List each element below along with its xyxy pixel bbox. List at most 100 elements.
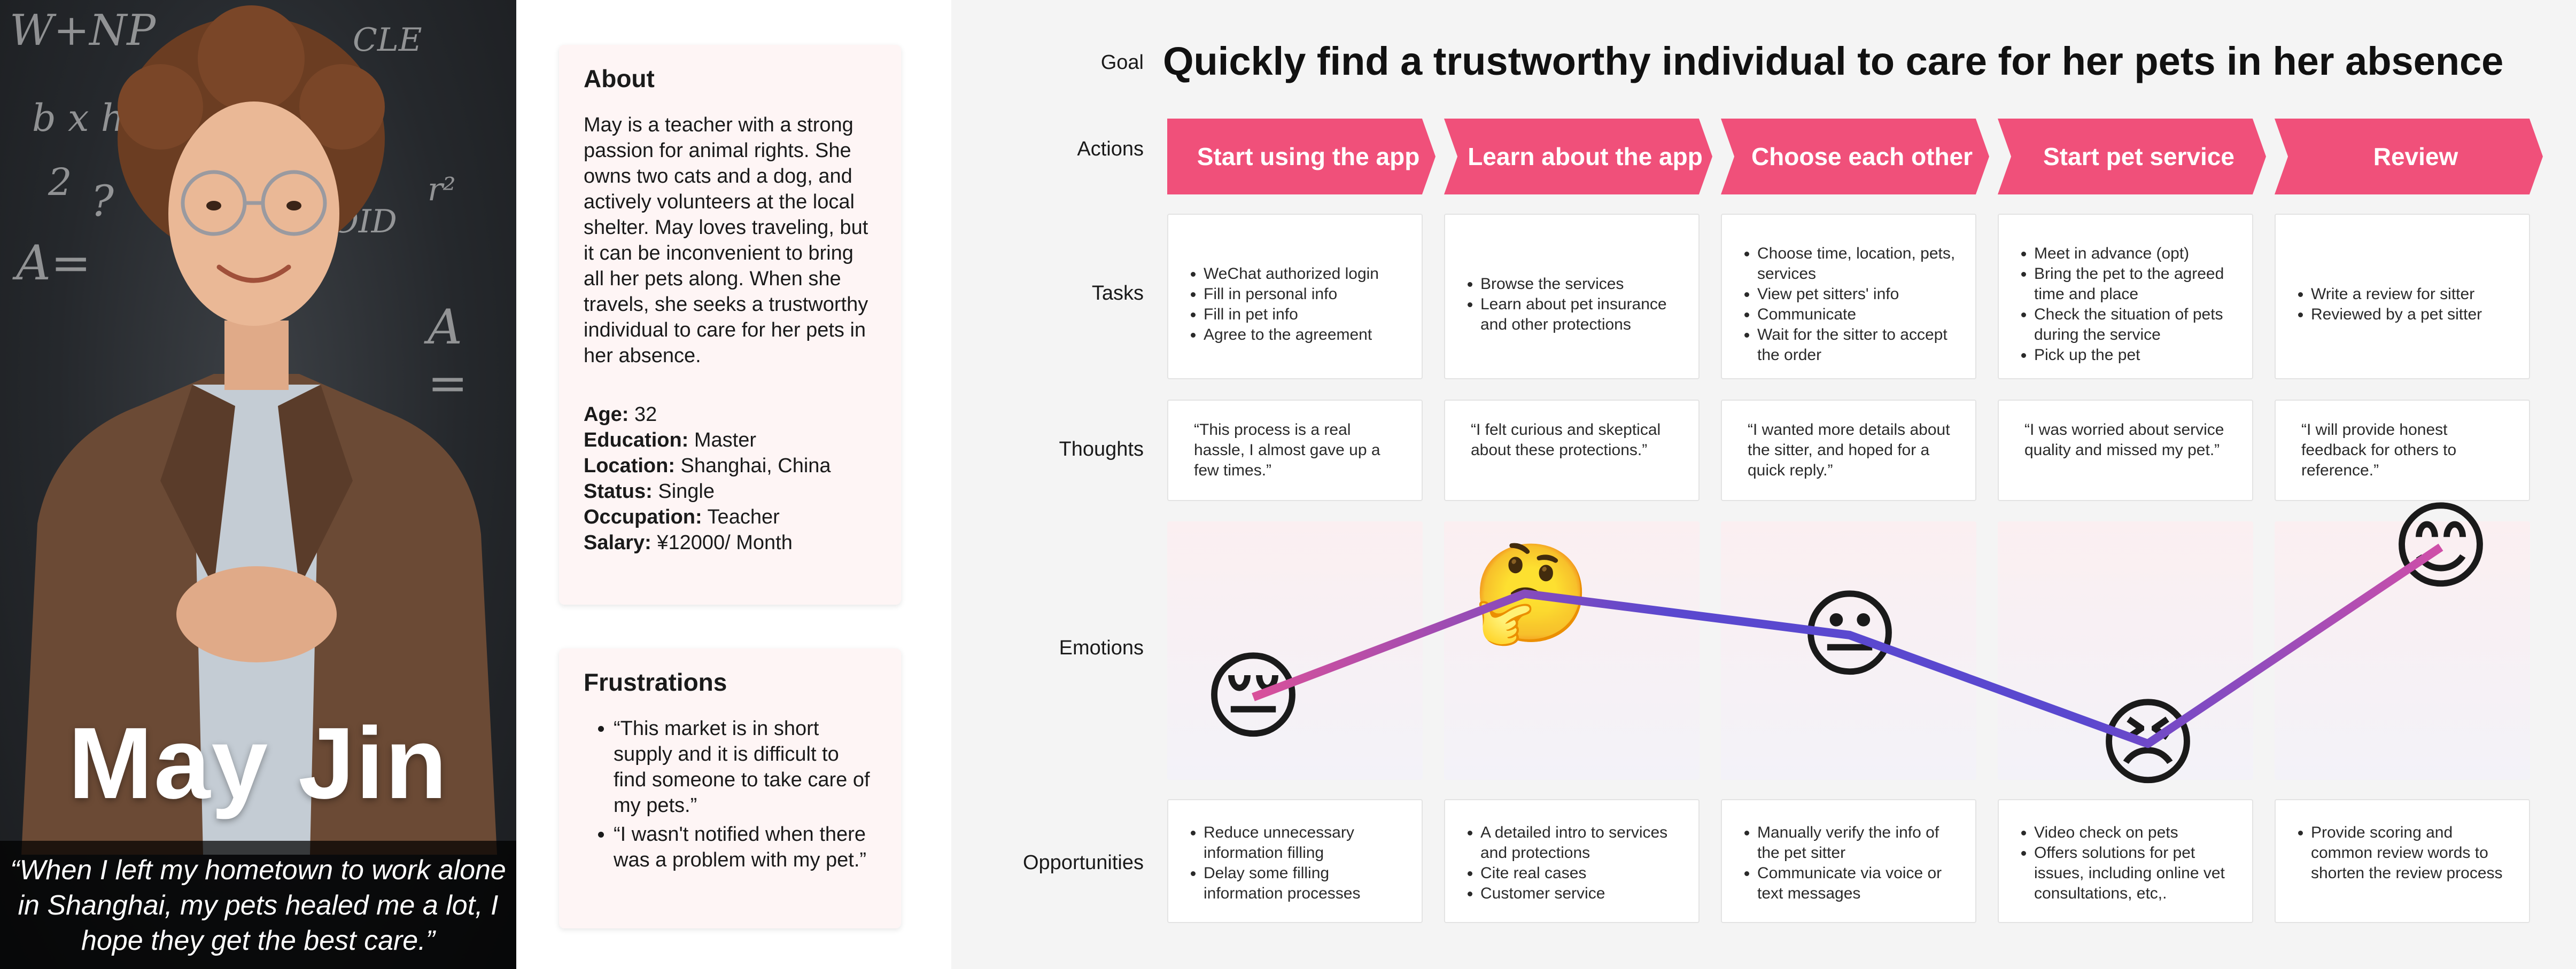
about-title: About	[584, 65, 655, 92]
teacher-illustration	[21, 5, 497, 855]
row-label-emotions: Emotions	[1059, 637, 1144, 659]
tasks-box: Choose time, location, pets, servicesVie…	[1721, 214, 1976, 379]
fact-value: Master	[688, 429, 757, 451]
opportunity-item: Offers solutions for pet issues, includi…	[2034, 843, 2239, 904]
frustration-item: “This market is in short supply and it i…	[614, 716, 876, 818]
chalk-mark: A =	[428, 299, 468, 411]
persona-facts: Age: 32 Education: Master Location: Shan…	[584, 402, 876, 556]
frustrations-title: Frustrations	[584, 668, 727, 696]
action-stage-3: Choose each other	[1721, 119, 1989, 194]
tasks-list: Choose time, location, pets, servicesVie…	[1738, 244, 1962, 365]
opportunity-item: Video check on pets	[2034, 823, 2239, 843]
opportunities-box: Video check on petsOffers solutions for …	[1998, 799, 2253, 923]
task-item: WeChat authorized login	[1204, 264, 1379, 284]
task-item: Check the situation of pets during the s…	[2034, 304, 2239, 345]
opportunities-list: Reduce unnecessary information fillingDe…	[1184, 823, 1409, 904]
persona-quote: “When I left my hometown to work alone i…	[10, 855, 506, 956]
action-stage-2: Learn about the app	[1444, 119, 1712, 194]
about-text: May is a teacher with a strong passion f…	[584, 114, 868, 367]
persona-name: May Jin	[68, 707, 448, 820]
fact-value: Teacher	[702, 506, 780, 528]
fact-value: Shanghai, China	[674, 455, 831, 477]
tasks-box: WeChat authorized loginFill in personal …	[1167, 214, 1423, 379]
chalk-mark: W+NP	[10, 5, 156, 55]
task-item: Wait for the sitter to accept the order	[1757, 325, 1962, 365]
opportunity-item: Manually verify the info of the pet sitt…	[1757, 823, 1962, 863]
opportunity-item: Reduce unnecessary information filling	[1204, 823, 1409, 863]
thought-box: “I was worried about service quality and…	[1998, 400, 2253, 501]
pensive-face-icon: 😔	[1203, 641, 1303, 753]
happy-face-icon: 😊	[2391, 491, 2491, 603]
neutral-face-icon: 😐	[1799, 579, 1900, 691]
goal-title: Quickly find a trustworthy individual to…	[1163, 39, 2504, 83]
opportunities-list: Provide scoring and common review words …	[2292, 823, 2516, 884]
action-stage-1: Start using the app	[1167, 119, 1436, 194]
chalk-mark: A=	[16, 235, 91, 291]
task-item: Meet in advance (opt)	[2034, 244, 2239, 264]
tasks-box: Meet in advance (opt)Bring the pet to th…	[1998, 214, 2253, 379]
fact-key: Education:	[584, 429, 689, 451]
task-item: Bring the pet to the agreed time and pla…	[2034, 264, 2239, 304]
opportunity-item: A detailed intro to services and protect…	[1480, 823, 1686, 863]
row-label-actions: Actions	[1077, 138, 1144, 160]
tasks-box: Write a review for sitterReviewed by a p…	[2275, 214, 2530, 379]
action-stage-4: Start pet service	[1998, 119, 2266, 194]
opportunity-item: Communicate via voice or text messages	[1757, 863, 1962, 904]
quote-backdrop	[0, 841, 516, 969]
thought-box: “I wanted more details about the sitter,…	[1721, 400, 1976, 501]
fact-key: Salary:	[584, 532, 651, 554]
fact-education: Education: Master	[584, 427, 876, 453]
worried-face-icon: 😣	[2098, 687, 2198, 800]
opportunities-box: Reduce unnecessary information fillingDe…	[1167, 799, 1423, 923]
task-item: Browse the services	[1480, 274, 1686, 294]
row-label-thoughts: Thoughts	[1059, 438, 1144, 460]
action-stage-5: Review	[2275, 119, 2543, 194]
persona-photo: W+NP b x h 2 ? A= r² A = ZOID CLE May J	[0, 0, 516, 969]
fact-status: Status: Single	[584, 479, 876, 504]
task-item: Write a review for sitter	[2311, 284, 2482, 304]
opportunities-box: A detailed intro to services and protect…	[1444, 799, 1700, 923]
opportunity-item: Provide scoring and common review words …	[2311, 823, 2516, 884]
fact-value: Single	[652, 480, 715, 503]
thought-box: “I will provide honest feedback for othe…	[2275, 400, 2530, 501]
fact-key: Age:	[584, 403, 629, 426]
task-item: Reviewed by a pet sitter	[2311, 304, 2482, 325]
task-item: Agree to the agreement	[1204, 325, 1379, 345]
row-label-opportunities: Opportunities	[1022, 851, 1144, 874]
thought-box: “This process is a real hassle, I almost…	[1167, 400, 1423, 501]
task-item: Choose time, location, pets, services	[1757, 244, 1962, 284]
row-label-tasks: Tasks	[1091, 282, 1144, 304]
fact-key: Status:	[584, 480, 653, 503]
fact-location: Location: Shanghai, China	[584, 453, 876, 479]
chalk-mark: b x h	[32, 96, 125, 140]
fact-age: Age: 32	[584, 402, 876, 427]
chalk-mark: ?	[91, 176, 114, 226]
fact-key: Location:	[584, 455, 675, 477]
task-item: Learn about pet insurance and other prot…	[1480, 294, 1686, 335]
thought-box: “I felt curious and skeptical about thes…	[1444, 400, 1700, 501]
tasks-list: WeChat authorized loginFill in personal …	[1184, 264, 1379, 345]
fact-key: Occupation:	[584, 506, 702, 528]
fact-salary: Salary: ¥12000/ Month	[584, 530, 876, 556]
thinking-face-icon: 🤔	[1471, 537, 1592, 650]
frustrations-list: “This market is in short supply and it i…	[584, 716, 876, 873]
opportunity-item: Cite real cases	[1480, 863, 1686, 884]
chalk-mark: 2	[48, 160, 72, 204]
fact-occupation: Occupation: Teacher	[584, 504, 876, 530]
tasks-list: Meet in advance (opt)Bring the pet to th…	[2015, 244, 2239, 365]
opportunities-list: Manually verify the info of the pet sitt…	[1738, 823, 1962, 904]
opportunities-list: Video check on petsOffers solutions for …	[2015, 823, 2239, 904]
task-item: View pet sitters' info	[1757, 284, 1962, 304]
opportunities-box: Manually verify the info of the pet sitt…	[1721, 799, 1976, 923]
tasks-list: Write a review for sitterReviewed by a p…	[2292, 284, 2482, 325]
fact-value: 32	[629, 403, 657, 426]
opportunities-list: A detailed intro to services and protect…	[1461, 823, 1686, 904]
about-card: About May is a teacher with a strong pas…	[559, 45, 901, 605]
chalk-mark: r²	[428, 171, 456, 208]
task-item: Fill in personal info	[1204, 284, 1379, 304]
tasks-list: Browse the servicesLearn about pet insur…	[1461, 274, 1686, 335]
chalk-mark: CLE	[353, 21, 422, 59]
task-item: Pick up the pet	[2034, 345, 2239, 365]
task-item: Communicate	[1757, 304, 1962, 325]
opportunities-box: Provide scoring and common review words …	[2275, 799, 2530, 923]
